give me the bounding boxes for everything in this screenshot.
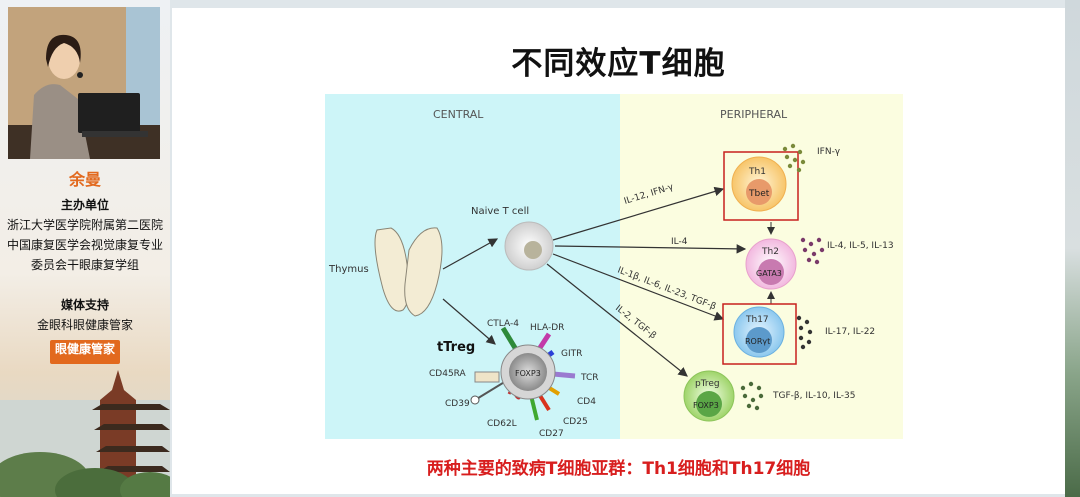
ptreg-label: pTreg <box>695 379 720 389</box>
media-title: 媒体支持 <box>60 298 109 312</box>
th1-label: Th1 <box>748 167 766 177</box>
inducer-th2: IL-4 <box>671 237 688 247</box>
th17-label: Th17 <box>745 315 769 325</box>
thymus-icon <box>374 227 443 317</box>
brand-logo: 眼健康管家 <box>50 340 120 364</box>
slide-title: 不同效应T细胞 <box>511 46 726 82</box>
arrow-naive-ptreg <box>546 263 688 377</box>
arrow-thymus-naive <box>442 238 499 270</box>
right-background-strip <box>1065 0 1080 497</box>
organizer-line: 中国康复医学会视觉康复专业 <box>6 238 163 252</box>
th17-tf: RORγt <box>745 337 770 346</box>
brand-logo-text: 眼健康管家 <box>54 342 115 356</box>
th1-highlight-box <box>723 151 799 221</box>
th17-cytokines: IL-17, IL-22 <box>825 327 875 337</box>
naive-t-cell-nucleus <box>524 241 542 259</box>
organizer-title: 主办单位 <box>60 198 109 212</box>
ttreg-cell <box>470 326 576 421</box>
media-name: 金眼科眼健康管家 <box>36 318 133 332</box>
thymus-label: Thymus <box>328 264 369 275</box>
th2-label: Th2 <box>761 247 779 257</box>
marker-ctla4: CTLA-4 <box>487 319 519 329</box>
foxp3-label: FOXP3 <box>515 369 541 378</box>
pagoda-scenery <box>0 370 170 497</box>
peripheral-label: PERIPHERAL <box>720 108 788 121</box>
marker-gitr: GITR <box>561 349 582 359</box>
th2-cytokines: IL-4, IL-5, IL-13 <box>827 241 894 251</box>
arrow-naive-th1 <box>552 186 725 241</box>
organizer-line: 委员会干眼康复学组 <box>30 258 139 272</box>
marker-cd4: CD4 <box>577 397 596 407</box>
ptreg-tf: FOXP3 <box>693 401 719 410</box>
marker-cd27: CD27 <box>539 429 564 439</box>
th17-highlight-box <box>722 303 797 365</box>
arrow-naive-th2 <box>554 244 747 254</box>
arrow-thymus-treg <box>442 298 496 345</box>
t-cell-diagram: CENTRAL PERIPHERAL Thymus Naive T cell t… <box>325 94 903 439</box>
arrow-naive-th17 <box>552 253 725 321</box>
speaker-name: 余曼 <box>68 170 101 189</box>
slide-caption: 两种主要的致病T细胞亚群：Th1细胞和Th17细胞 <box>426 459 811 479</box>
th17-cytokine-dots <box>796 315 813 350</box>
marker-hla-dr: HLA-DR <box>530 323 564 333</box>
marker-cd45ra: CD45RA <box>429 369 467 379</box>
ptreg-cytokines: TGF-β, IL-10, IL-35 <box>772 391 856 401</box>
ptreg-cytokine-dots <box>740 381 764 411</box>
th1-cytokines: IFN-γ <box>817 147 841 157</box>
central-label: CENTRAL <box>433 108 484 121</box>
marker-tcr: TCR <box>580 373 599 383</box>
marker-cd39: CD39 <box>445 399 470 409</box>
th2-tf: GATA3 <box>756 269 782 278</box>
slide: 不同效应T细胞 CENTRAL PERIPHERAL Thymus Naive … <box>172 8 1065 494</box>
sidebar: 余曼 主办单位 浙江大学医学院附属第二医院 中国康复医学会视觉康复专业 委员会干… <box>0 0 170 497</box>
th1-cytokine-dots <box>782 143 806 173</box>
organizer-line: 浙江大学医学院附属第二医院 <box>6 218 163 232</box>
marker-cd62l: CD62L <box>487 419 517 429</box>
marker-cd25: CD25 <box>563 417 588 427</box>
th2-cytokine-dots <box>800 237 825 265</box>
ttreg-label: tTreg <box>437 340 475 355</box>
central-panel <box>325 94 620 439</box>
speaker-video <box>8 7 160 159</box>
th1-tf: Tbet <box>748 189 770 199</box>
naive-t-cell-label: Naive T cell <box>471 206 529 217</box>
